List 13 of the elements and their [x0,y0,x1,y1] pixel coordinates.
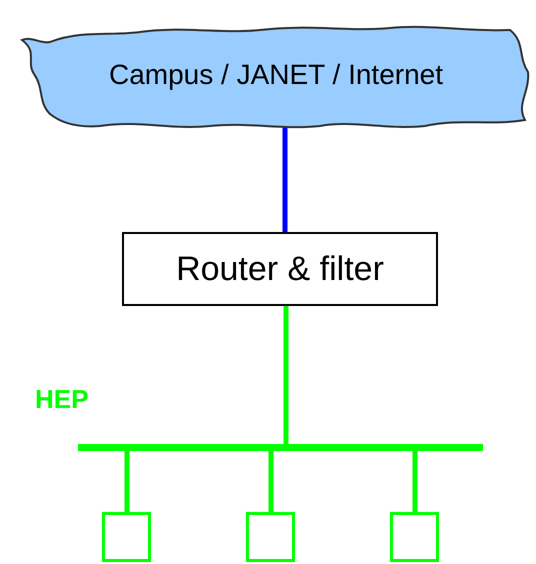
network-link [412,451,418,512]
network-name: HEP [35,384,88,415]
network-bus [78,444,483,451]
device-label: Router & filter [176,250,384,288]
host-box [102,512,151,562]
router-box [122,232,438,306]
network-link [282,126,288,232]
network-link [268,451,274,512]
host-box [246,512,295,562]
network-link [284,306,288,444]
host-box [390,512,439,562]
network-label: Campus / JANET / Internet [108,59,444,91]
network-link [124,451,130,512]
